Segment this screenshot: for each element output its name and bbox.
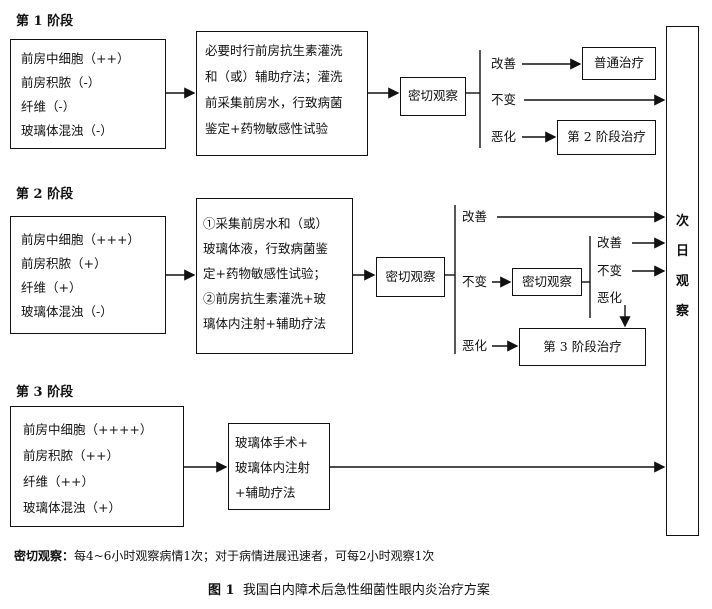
stage-3-label: 第 3 阶段 [16, 385, 74, 400]
stage-1-normal-treatment-label: 普通治疗 [593, 55, 644, 70]
stage-1-outcome-improve: 改善 [491, 56, 517, 71]
stage-1-treatment-line: 前采集前房水，行致病菌 [205, 95, 343, 110]
stage-1-observe-box: 密切观察 [400, 77, 466, 116]
stage-2-findings-box: 前房中细胞（+++） 前房积脓（+） 纤维（+） 玻璃体混浊（-） [10, 216, 166, 334]
stage-1-escalate-box: 第 2 阶段治疗 [557, 120, 656, 155]
next-day-observation-label: 次日观察 [675, 214, 689, 319]
stage-2-sub-observe-box: 密切观察 [512, 268, 582, 296]
caption-text: 我国白内障术后急性细菌性眼内炎治疗方案 [242, 583, 490, 598]
stage-2-outcome-unchanged: 不变 [462, 274, 488, 289]
stage-1-escalate-label: 第 2 阶段治疗 [567, 129, 646, 144]
stage-2-treatment-line: 璃体内注射+辅助疗法 [203, 316, 326, 331]
stage-2-escalate-box: 第 3 阶段治疗 [519, 328, 646, 366]
stage-3-finding: 前房积脓（++） [23, 448, 119, 463]
stage-2-finding: 前房中细胞（+++） [21, 232, 140, 247]
stage-2-finding: 纤维（+） [21, 280, 82, 295]
stage-2-treatment-box: ①采集前房水和（或） 玻璃体液，行致病菌鉴 定+药物敏感性试验； ②前房抗生素灌… [196, 198, 353, 354]
stage-2-treatment-line: 玻璃体液，行致病菌鉴 [203, 241, 329, 256]
stage-2-outcome-improve: 改善 [462, 209, 488, 224]
stage-2-outcome-worse: 恶化 [462, 338, 488, 353]
stage-2-label: 第 2 阶段 [16, 187, 74, 202]
stage-1-outcome-worse: 恶化 [491, 129, 517, 144]
stage-1-finding: 前房中细胞（++） [21, 51, 130, 66]
figure-caption: 图 1 我国白内障术后急性细菌性眼内炎治疗方案 [208, 580, 490, 602]
stage-1-label: 第 1 阶段 [16, 14, 74, 29]
stage-1-outcome-unchanged: 不变 [491, 92, 517, 107]
footnote-label: 密切观察： [14, 549, 75, 563]
stage-2-sub-observe-label: 密切观察 [521, 274, 572, 289]
stage-2-sub-outcome-worse: 恶化 [597, 290, 623, 305]
footnote: 密切观察：每4~6小时观察病情1次；对于病情进展迅速者，可每2小时观察1次 [14, 545, 434, 567]
stage-1-treatment-line: 和（或）辅助疗法；灌洗 [205, 69, 343, 84]
stage-2-finding: 前房积脓（+） [21, 256, 107, 271]
stage-3-finding: 纤维（++） [23, 474, 94, 489]
stage-1-treatment-box: 必要时行前房抗生素灌洗 和（或）辅助疗法；灌洗 前采集前房水，行致病菌 鉴定+药… [196, 31, 368, 156]
footnote-text: 每4~6小时观察病情1次；对于病情进展迅速者，可每2小时观察1次 [74, 549, 435, 563]
stage-3-treatment-box: 玻璃体手术+ 玻璃体内注射 +辅助疗法 [228, 423, 330, 510]
stage-2-observe-label: 密切观察 [385, 269, 436, 284]
stage-1-finding: 玻璃体混浊（-） [21, 123, 113, 138]
stage-3-treatment-line: 玻璃体内注射 [235, 460, 311, 475]
stage-2-sub-outcome-unchanged: 不变 [597, 263, 623, 278]
stage-2-escalate-label: 第 3 阶段治疗 [543, 339, 622, 354]
stage-3-finding: 玻璃体混浊（+） [23, 500, 121, 515]
stage-2-treatment-line: 定+药物敏感性试验； [203, 266, 326, 281]
stage-3-findings-box: 前房中细胞（++++） 前房积脓（++） 纤维（++） 玻璃体混浊（+） [10, 406, 184, 527]
stage-2-treatment-line: ②前房抗生素灌洗+玻 [203, 291, 326, 306]
stage-2-finding: 玻璃体混浊（-） [21, 304, 113, 319]
stage-3-treatment-line: 玻璃体手术+ [235, 435, 308, 450]
next-day-observation-box: 次日观察 [666, 26, 699, 536]
stage-1-treatment-line: 必要时行前房抗生素灌洗 [205, 43, 343, 58]
stage-2-treatment-line: ①采集前房水和（或） [203, 216, 329, 231]
stage-1-finding: 前房积脓（-） [21, 75, 101, 90]
caption-number: 图 1 [208, 583, 235, 598]
stage-3-treatment-line: +辅助疗法 [235, 485, 296, 500]
stage-2-observe-box: 密切观察 [376, 257, 445, 297]
stage-3-finding: 前房中细胞（++++） [23, 422, 153, 437]
stage-1-observe-label: 密切观察 [407, 88, 458, 103]
stage-1-findings-box: 前房中细胞（++） 前房积脓（-） 纤维（-） 玻璃体混浊（-） [10, 39, 166, 149]
stage-2-sub-outcome-improve: 改善 [597, 235, 623, 250]
stage-1-finding: 纤维（-） [21, 99, 76, 114]
stage-1-treatment-line: 鉴定+药物敏感性试验 [205, 121, 328, 136]
stage-1-normal-treatment-box: 普通治疗 [582, 47, 656, 80]
